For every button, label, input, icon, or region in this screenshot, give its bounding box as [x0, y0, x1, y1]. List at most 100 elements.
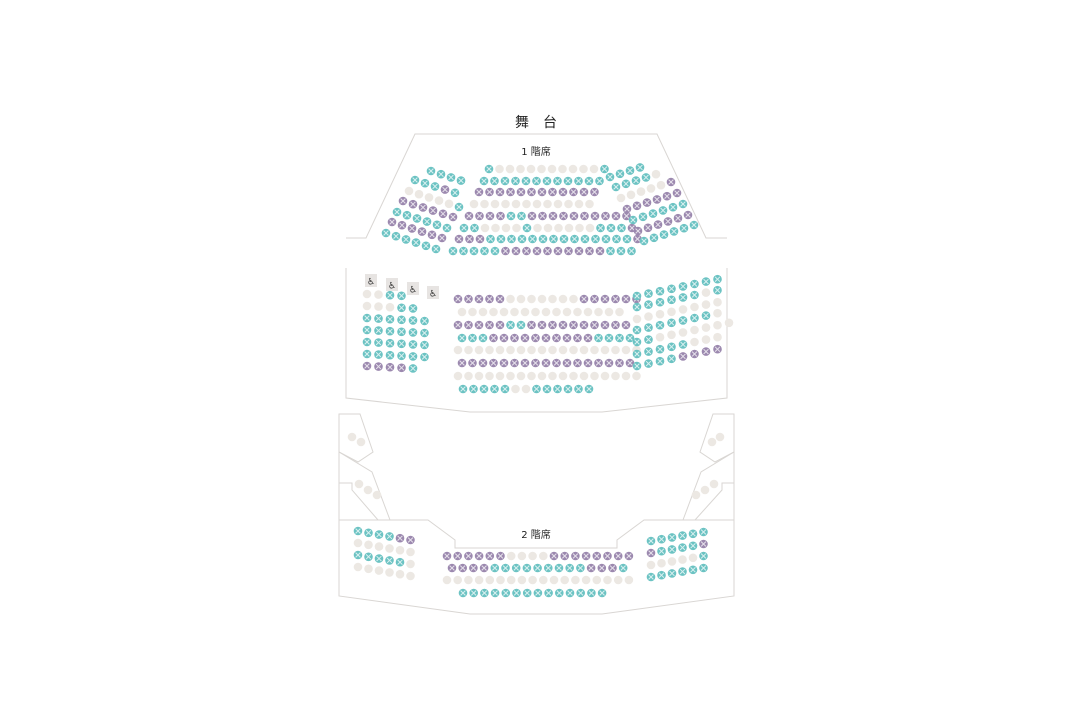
seat-available[interactable] [478, 307, 488, 317]
seat-available[interactable] [527, 371, 536, 381]
seat-available[interactable] [506, 345, 515, 355]
seat-available[interactable] [510, 307, 519, 317]
seat-available[interactable] [528, 575, 537, 585]
seat-available[interactable] [532, 199, 542, 209]
seat-available[interactable] [558, 371, 568, 381]
seat-available[interactable] [569, 371, 578, 381]
seat-available[interactable] [474, 575, 484, 585]
seat-available[interactable] [715, 432, 725, 442]
seat-available[interactable] [655, 332, 665, 342]
seat-available[interactable] [585, 223, 595, 233]
seat-available[interactable] [499, 307, 509, 317]
seat-available[interactable] [589, 164, 599, 174]
seat-available[interactable] [495, 164, 504, 174]
seat-available[interactable] [453, 371, 463, 381]
seat-available[interactable] [496, 575, 505, 585]
seat-available[interactable] [592, 575, 602, 585]
seat-available[interactable] [644, 312, 653, 321]
seat-available[interactable] [611, 371, 620, 381]
seat-available[interactable] [364, 540, 373, 550]
seat-available[interactable] [527, 294, 536, 304]
seat-available[interactable] [362, 301, 372, 311]
seat-available[interactable] [404, 186, 414, 196]
seat-available[interactable] [406, 571, 415, 581]
seat-available[interactable] [646, 560, 656, 570]
seat-available[interactable] [651, 169, 661, 179]
seat-available[interactable] [424, 193, 434, 202]
seat-available[interactable] [590, 345, 599, 355]
seat-available[interactable] [506, 294, 515, 304]
wheelchair-space[interactable] [407, 282, 419, 295]
seat-available[interactable] [353, 562, 363, 572]
seat-available[interactable] [611, 345, 620, 355]
seat-available[interactable] [468, 307, 477, 317]
seat-available[interactable] [548, 345, 557, 355]
seat-available[interactable] [385, 302, 395, 312]
seat-available[interactable] [480, 223, 490, 233]
seat-available[interactable] [688, 553, 698, 563]
seat-available[interactable] [616, 193, 626, 203]
seat-available[interactable] [691, 490, 701, 500]
seat-available[interactable] [713, 332, 722, 342]
seat-available[interactable] [485, 371, 494, 381]
seat-available[interactable] [678, 328, 688, 337]
seat-available[interactable] [537, 345, 547, 355]
seat-available[interactable] [707, 437, 717, 447]
seat-available[interactable] [374, 302, 383, 311]
seat-available[interactable] [516, 294, 526, 304]
seat-available[interactable] [385, 568, 394, 577]
seat-available[interactable] [573, 307, 582, 317]
seat-available[interactable] [636, 187, 646, 196]
seat-available[interactable] [558, 294, 568, 304]
seat-available[interactable] [533, 223, 542, 233]
seat-available[interactable] [363, 485, 373, 495]
seat-available[interactable] [353, 538, 363, 548]
seat-available[interactable] [506, 575, 516, 585]
seat-available[interactable] [579, 345, 589, 355]
seat-available[interactable] [621, 371, 631, 381]
seat-available[interactable] [362, 289, 372, 299]
seat-available[interactable] [594, 307, 603, 317]
seat-available[interactable] [517, 551, 527, 561]
seat-available[interactable] [480, 199, 489, 209]
seat-available[interactable] [491, 223, 500, 233]
seat-available[interactable] [537, 164, 546, 174]
seat-available[interactable] [583, 307, 593, 317]
seat-available[interactable] [511, 384, 520, 394]
seat-available[interactable] [701, 323, 711, 332]
seat-available[interactable] [347, 432, 357, 442]
seat-available[interactable] [464, 575, 473, 585]
seat-available[interactable] [549, 575, 559, 585]
seat-available[interactable] [590, 371, 599, 381]
seat-available[interactable] [354, 479, 364, 489]
seat-available[interactable] [444, 199, 454, 209]
seat-available[interactable] [374, 566, 384, 575]
seat-available[interactable] [667, 307, 676, 317]
seat-available[interactable] [541, 307, 551, 317]
seat-available[interactable] [678, 555, 687, 564]
seat-available[interactable] [464, 371, 473, 381]
seat-available[interactable] [558, 164, 567, 174]
seat-available[interactable] [700, 485, 710, 495]
seat-available[interactable] [562, 307, 572, 317]
seat-available[interactable] [604, 307, 614, 317]
seat-available[interactable] [495, 371, 505, 381]
seat-available[interactable] [690, 325, 699, 335]
seat-available[interactable] [701, 335, 711, 344]
seat-available[interactable] [709, 479, 719, 489]
seat-available[interactable] [569, 294, 578, 304]
seat-available[interactable] [646, 184, 656, 193]
seat-available[interactable] [537, 294, 547, 304]
seat-available[interactable] [374, 542, 384, 551]
seat-available[interactable] [527, 345, 536, 355]
seat-available[interactable] [547, 164, 557, 174]
seat-available[interactable] [632, 371, 641, 381]
seat-available[interactable] [713, 308, 722, 318]
seat-available[interactable] [374, 290, 383, 299]
seat-available[interactable] [626, 190, 636, 200]
seat-available[interactable] [453, 345, 463, 355]
seat-available[interactable] [624, 575, 634, 585]
seat-available[interactable] [575, 223, 584, 233]
seat-available[interactable] [621, 345, 631, 355]
seat-available[interactable] [520, 307, 530, 317]
